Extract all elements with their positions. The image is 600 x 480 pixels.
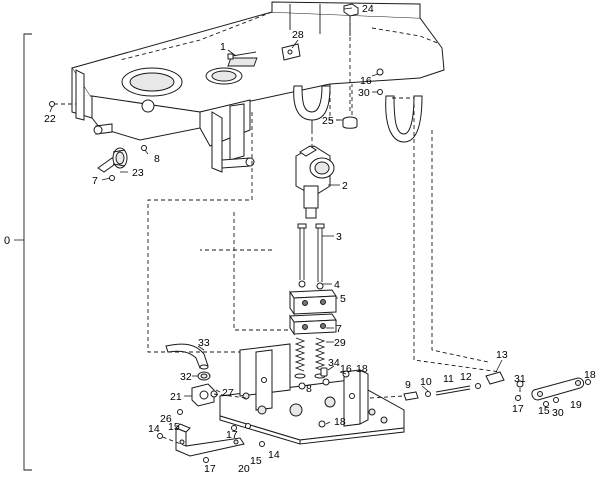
callout-31: 31 [514, 373, 526, 385]
part-25-bumper [342, 16, 358, 129]
callout-15-left: 15 [168, 421, 180, 433]
part-20-link-arm [175, 423, 245, 457]
callout-28: 28 [292, 29, 304, 41]
callout-12: 12 [460, 371, 472, 383]
callout-4: 4 [334, 279, 340, 291]
callout-19: 19 [570, 399, 582, 411]
callout-labels: 0 1 2 3 4 5 7 7 8 8 9 10 11 12 13 14 14 … [4, 3, 596, 475]
part-3-rods [297, 223, 325, 282]
callout-15-right: 15 [538, 405, 550, 417]
callout-18-right: 18 [584, 369, 596, 381]
callout-30-lower: 30 [552, 407, 564, 419]
callout-21: 21 [170, 391, 182, 403]
base-plate [219, 343, 405, 445]
callout-29: 29 [334, 337, 346, 349]
callout-0: 0 [4, 235, 10, 247]
callout-15-center: 15 [250, 455, 262, 467]
lift-arms [293, 85, 423, 143]
part-23-crank [97, 145, 147, 181]
callout-18-base: 18 [356, 363, 368, 375]
part-1-screw [227, 51, 257, 60]
lower-bolts [157, 409, 265, 463]
callout-30-upper: 30 [358, 87, 370, 99]
callout-27: 27 [222, 387, 234, 399]
part-33-hose [165, 343, 209, 370]
callout-33: 33 [198, 337, 210, 349]
callout-17-right: 17 [512, 403, 524, 415]
callout-1: 1 [220, 41, 226, 53]
part-4-clips [298, 280, 324, 290]
callout-23: 23 [132, 167, 144, 179]
callout-8-upper: 8 [154, 153, 160, 165]
part-21-pump [191, 383, 247, 407]
part-5-block [289, 289, 337, 316]
callout-3: 3 [336, 231, 342, 243]
callout-2: 2 [342, 180, 348, 192]
callout-16-upper: 16 [360, 75, 372, 87]
callout-22: 22 [44, 113, 56, 125]
callout-34: 34 [328, 357, 340, 369]
callout-10: 10 [420, 376, 432, 388]
callout-14-right: 14 [268, 449, 280, 461]
callout-32: 32 [180, 371, 192, 383]
callout-9: 9 [405, 379, 411, 391]
part-22-bolt [49, 101, 76, 107]
callout-8-lower: 8 [306, 383, 312, 395]
callout-18-bottom: 18 [334, 416, 346, 428]
callout-13: 13 [496, 349, 508, 361]
part-24-nut [343, 3, 359, 17]
part-16-30-hardware [376, 68, 384, 95]
right-linkage [403, 371, 591, 407]
part-28-bracket [281, 43, 301, 61]
callout-16-lower: 16 [340, 363, 352, 375]
callout-7-center: 7 [336, 323, 342, 335]
callout-20: 20 [238, 463, 250, 475]
callout-7-left: 7 [92, 175, 98, 187]
assembly-bracket [14, 33, 32, 471]
callout-5: 5 [340, 293, 346, 305]
dashed-guides [147, 97, 521, 447]
callout-11: 11 [443, 373, 454, 385]
part-2-actuator-motor [295, 130, 335, 219]
part-7-block [289, 313, 337, 336]
base-hardware [298, 367, 350, 428]
callout-17-center: 17 [226, 429, 238, 441]
callout-24: 24 [362, 3, 374, 15]
callout-14-left: 14 [148, 423, 160, 435]
frame-assembly [71, 1, 445, 173]
callout-17-bottom: 17 [204, 463, 216, 475]
leader-lines [49, 7, 503, 425]
part-32-clamp [197, 371, 211, 381]
callout-26: 26 [160, 413, 172, 425]
callout-25: 25 [322, 115, 334, 127]
